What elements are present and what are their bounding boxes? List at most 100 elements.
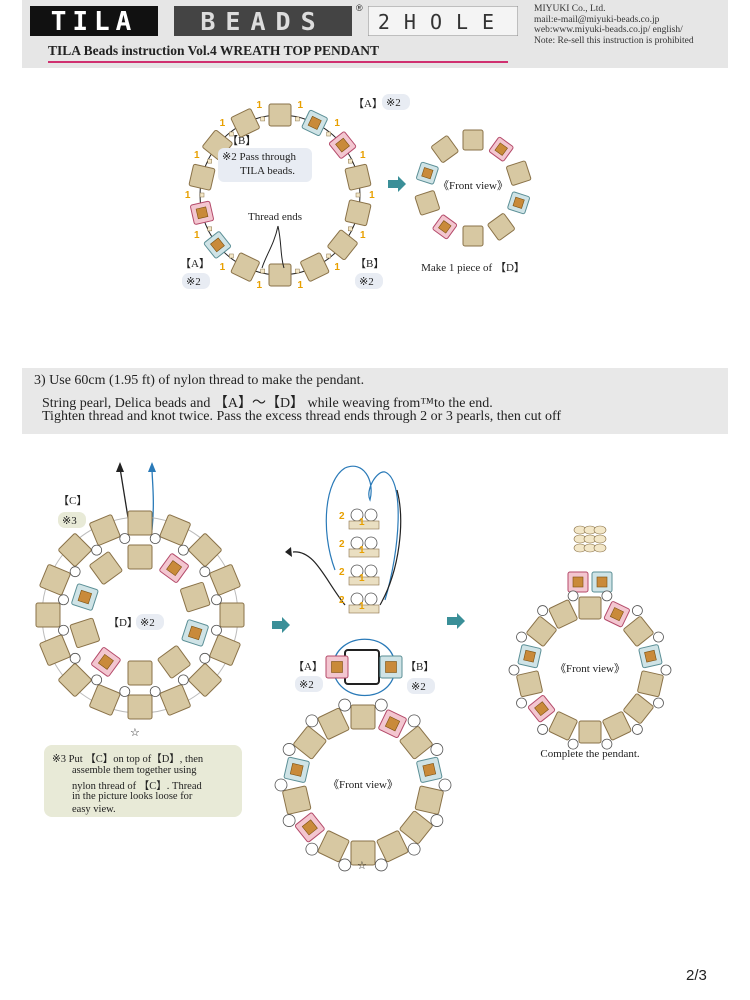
tila-bead [159,514,191,546]
tila-bead [462,225,484,247]
tila-bead [157,645,191,679]
count-label: 1 [194,230,200,241]
step-3-line-3: Tighten thread and knot twice. Pass the … [42,409,562,424]
pearl [282,743,296,756]
square-bead [421,167,434,180]
tila-bead [230,252,260,282]
count-label: 1 [220,118,226,129]
note-3-line-2: assemble them together using [72,765,197,776]
label-b: 【B】 [227,134,256,147]
label-a-top: 【A】 [353,97,383,110]
tila-bead [127,660,153,686]
pearl [374,698,388,712]
square-bead [195,206,209,220]
tila-bead [127,510,153,536]
square-bead [166,560,183,577]
tila-bead [317,707,350,740]
count-two: 2 [339,567,345,578]
svg-text:2HOLE: 2HOLE [378,10,508,34]
registered-mark: ® [356,3,363,13]
count-two: 2 [339,539,345,550]
tila-bead [282,785,312,815]
tila-bead [89,684,121,716]
pearl [516,631,527,643]
tila-bead [399,810,433,844]
tila-bead [35,602,61,628]
count-label: 1 [360,150,366,161]
delica-bead [348,158,353,164]
pearl [177,544,189,556]
tila-bead [268,263,292,287]
star-mark: ☆ [357,860,367,872]
label-b: 【B】 [405,660,434,673]
pearl [364,536,378,550]
tila-bead [431,135,459,163]
beads-logo: BEADS [174,6,352,36]
tila-bead [350,840,376,866]
square-bead [187,625,203,641]
square-bead [331,661,343,673]
complete-label: Complete the pendant. [540,748,640,760]
tila-bead [300,252,330,282]
pearl [537,605,549,616]
label-a: 【A】 [293,660,323,673]
arrow-right-icon [388,176,406,192]
front-view-label: 《Front view》 [555,662,625,675]
mark-a-bottom: ※2 [186,276,201,288]
delica-bead [295,116,300,122]
pearl [364,508,378,522]
resell-note: Note: Re-sell this instruction is prohib… [534,35,694,46]
front-view-label: 《Front view》 [438,179,508,192]
pearl [274,778,288,792]
square-bead [609,607,624,622]
count-label: 1 [194,150,200,161]
tila-bead [188,163,216,191]
step-3-line-2: String pearl, Delica beads and 【A】～【D】 w… [42,396,493,411]
pearl [430,743,444,756]
delica-bead [260,268,265,274]
note-3-box: ※3 Put 【C】on top of【D】, then assemble th… [44,745,242,817]
square-bead [97,653,114,670]
delica-bead [207,158,212,164]
finished-pendant-diagram: 《Front view》 Complete the pendant. [508,525,672,760]
count-label: 1 [334,118,340,129]
arrow-right-icon [447,613,465,629]
pearl [364,564,378,578]
delica-bead [326,253,331,259]
step-3-line-1: 3) Use 60cm (1.95 ft) of nylon thread to… [34,373,365,388]
delica-bead [260,116,265,122]
square-bead [77,589,93,605]
arrow-right-icon [272,617,290,633]
tila-bead [39,564,71,596]
page-number: 2/3 [686,967,707,984]
pearl [91,674,103,686]
pearl [508,664,520,676]
pearl [407,842,421,856]
pearl [211,624,222,636]
square-bead [210,237,225,253]
count-one: 1 [359,573,365,584]
note-3-line-4: in the picture looks loose for [72,791,193,802]
delica-bead [593,543,607,553]
tila-bead [578,720,602,744]
count-label: 1 [257,100,263,111]
note-3-line-1: ※3 Put 【C】on top of【D】, then [52,754,204,765]
pearl [374,858,388,872]
tila-bead [209,564,241,596]
pearl [199,566,211,578]
pearl [305,714,319,728]
square-bead [301,819,318,836]
tila-bead [376,830,409,863]
pearl [177,674,189,686]
tila-bead [180,581,211,613]
label-b-bottom: 【B】 [355,257,384,270]
pearl [305,842,319,856]
delica-bead [348,520,380,530]
company-info: MIYUKI Co., Ltd. mail:e-mail@miyuki-bead… [534,4,694,46]
delica-bead [593,525,607,535]
tila-bead [127,694,153,720]
pearl [149,686,161,697]
tila-bead [89,514,121,546]
